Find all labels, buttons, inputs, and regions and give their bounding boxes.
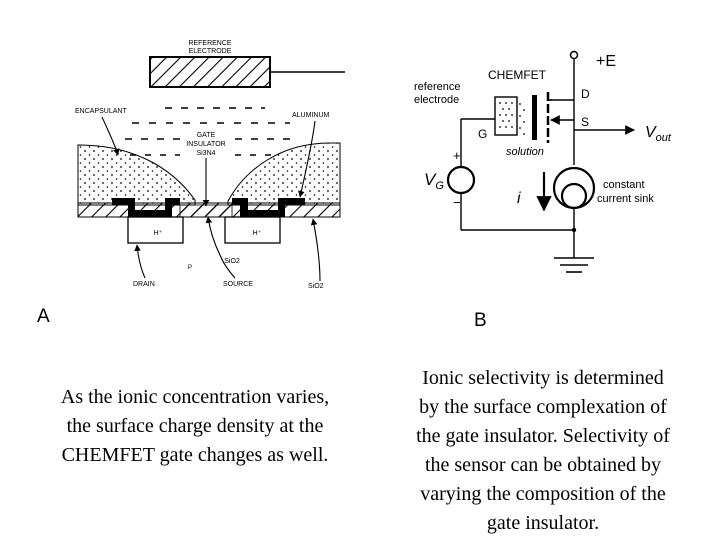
v-out-sub: out [656, 132, 672, 144]
p-region-label: P [188, 265, 192, 271]
d-label: D [581, 87, 590, 101]
solution-label: solution [506, 146, 544, 158]
caption-right-line: the sensor can be obtained by [424, 454, 662, 476]
aluminum-pointer [298, 120, 316, 198]
h-plus-label-left: H⁺ [154, 230, 163, 237]
vg-source-symbol [446, 165, 476, 195]
aluminum-contact-left [112, 198, 180, 217]
gate-insulator-region [179, 204, 233, 218]
reference-electrode-label-2: ELECTRODE [189, 48, 232, 55]
current-sink-symbol [552, 166, 596, 210]
vg-minus: − [453, 195, 461, 210]
v-out-main: V [645, 124, 657, 141]
drain-pointer [134, 244, 146, 279]
vg-sub: G [435, 180, 444, 192]
aluminum-contact-right [232, 198, 305, 217]
h-plus-label-right: H⁺ [253, 230, 262, 237]
panel-letter-a: A [37, 306, 50, 327]
gate-insulator-label-3: Si3N4 [196, 150, 215, 157]
encapsulant-left [77, 144, 196, 206]
encapsulant-pointer [101, 116, 120, 156]
caption-right: Ionic selectivity is determined by the s… [373, 364, 713, 538]
reference-electrode [149, 56, 271, 88]
chemfet-cross-section-diagram: REFERENCE ELECTRODE H⁺ H⁺ P ENCAPSULANT … [75, 40, 345, 290]
caption-left-line: CHEMFET gate changes as well. [61, 444, 329, 466]
sio2-right-label: SiO2 [308, 283, 324, 290]
constant-current-label-2: current sink [597, 193, 654, 205]
solution-dots [499, 102, 525, 135]
aluminum-label: ALUMINUM [292, 112, 330, 119]
caption-right-line: Ionic selectivity is determined [422, 367, 664, 389]
v-out-label: Vout [645, 124, 672, 144]
ground-icon [554, 257, 594, 273]
vg-label: VG [424, 170, 444, 192]
caption-right-line: gate insulator. [486, 512, 600, 534]
chemfet-circuit-diagram: +E CHEMFET D reference electrode S solut… [414, 50, 672, 273]
solution-dashes [125, 107, 290, 156]
s-label: S [581, 115, 589, 129]
supply-label: +E [596, 53, 616, 70]
reference-label-1: reference [414, 81, 460, 93]
sio2-center-pointer [205, 216, 221, 256]
panel-letter-b: B [474, 310, 487, 331]
gate-insulator-label-1: GATE [197, 132, 216, 139]
reference-electrode-label-1: REFERENCE [188, 40, 232, 47]
encapsulant-right [227, 142, 341, 206]
sio2-right-pointer [310, 218, 321, 282]
sio2-center-label: SiO2 [224, 258, 240, 265]
encapsulant-label: ENCAPSULANT [75, 108, 127, 115]
vg-plus: + [453, 148, 461, 163]
drain-region [127, 216, 184, 244]
current-label: i [517, 190, 521, 207]
caption-left-line: the surface charge density at the [66, 415, 324, 437]
caption-right-line: the gate insulator. Selectivity of [416, 425, 670, 447]
caption-left-line: As the ionic concentration varies, [60, 386, 330, 408]
supply-terminal [569, 50, 579, 60]
caption-right-line: varying the composition of the [420, 483, 666, 505]
g-label: G [478, 127, 487, 141]
drain-label: DRAIN [133, 281, 155, 288]
caption-right-line: by the surface complexation of [419, 396, 667, 418]
gate-insulator-bar [532, 95, 537, 140]
reference-electrode-symbol [494, 96, 518, 136]
caption-left: As the ionic concentration varies, the s… [20, 383, 370, 470]
vg-main: V [424, 170, 437, 189]
constant-current-label-1: constant [603, 179, 645, 191]
source-pointer [219, 254, 236, 279]
gate-insulator-label-2: INSULATOR [186, 141, 225, 148]
chemfet-label: CHEMFET [488, 68, 547, 82]
reference-label-2: electrode [414, 94, 459, 106]
source-region [224, 216, 281, 244]
source-label: SOURCE [223, 281, 253, 288]
